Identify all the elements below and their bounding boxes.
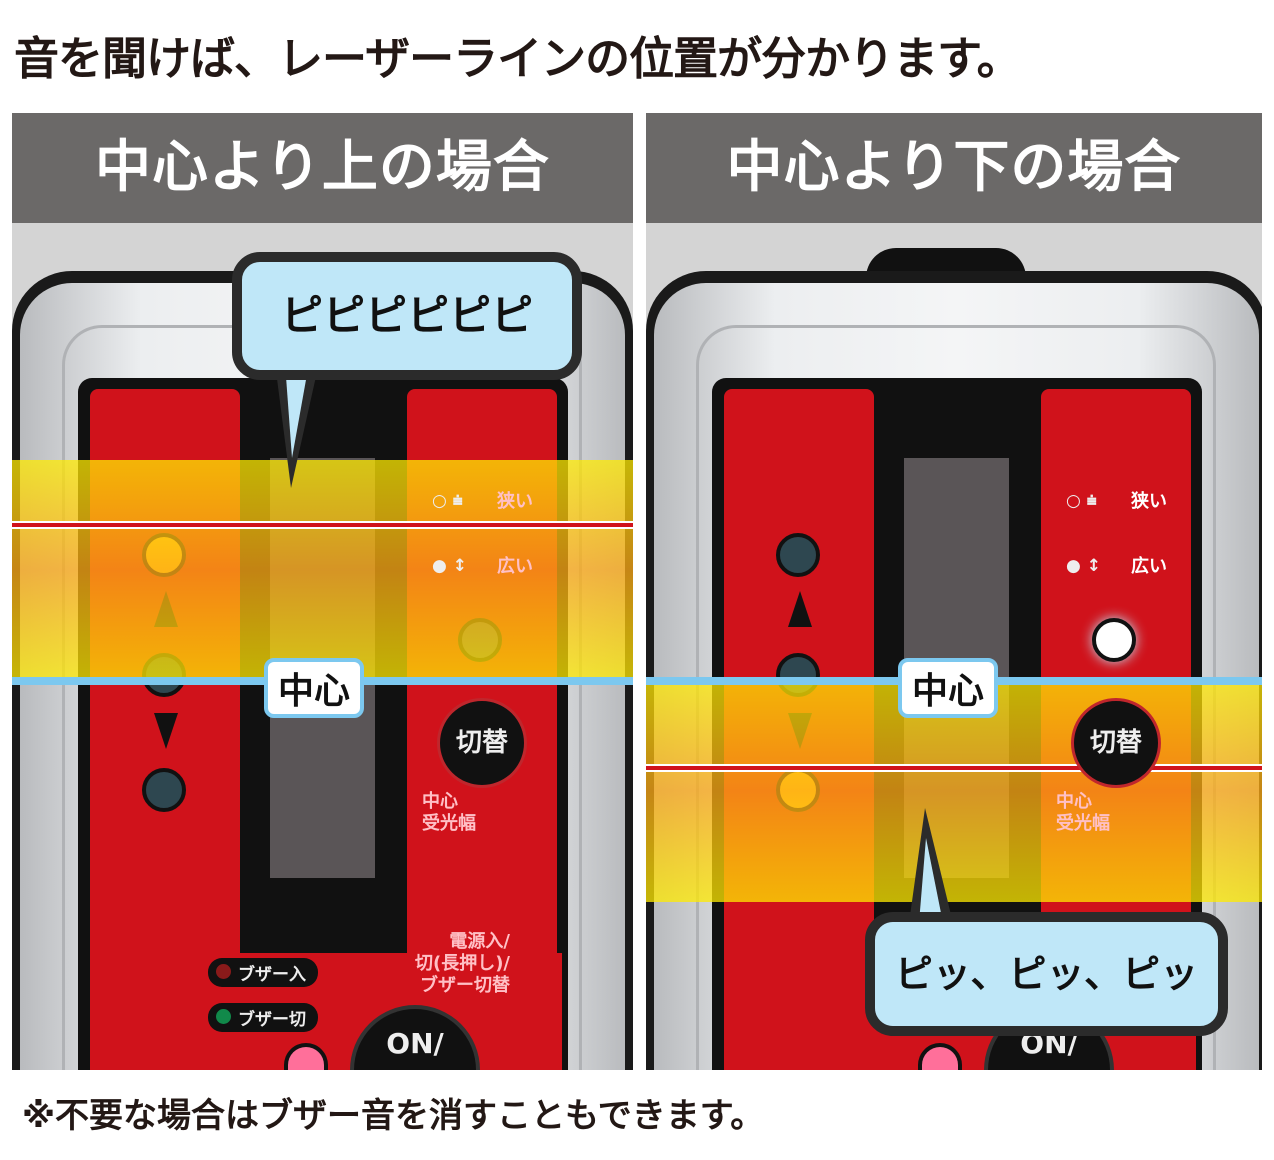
panel-heading: 中心より下の場合 [646,113,1262,223]
buzzer-off-label: ブザー切 [238,1010,306,1030]
power-line3: ブザー切替 [420,975,510,996]
panel-above-center: 中心より上の場合 ○ ⩧ 狭い ● ↕ 広い 切替 中心受光幅 電源入/切(長押… [12,113,633,1070]
switch-button[interactable]: 切替 [1071,698,1161,788]
narrow-icon: ○ ⩧ [432,491,463,511]
up-arrow-icon [788,591,812,627]
buzzer-on-label: ブザー入 [238,965,306,985]
down-arrow-icon [154,713,178,749]
narrow-label: 狭い [497,491,533,512]
narrow-label: 狭い [1131,491,1167,512]
switch-button[interactable]: 切替 [437,698,527,788]
power-line2: 切(長押し)/ [414,953,510,974]
width-led-lit [1092,618,1136,662]
wide-icon: ● ↕ [1066,556,1101,576]
buzzer-on-indicator: ブザー入 [208,958,318,987]
sound-bubble: ピッ、ピッ、ピッ [865,912,1228,1036]
buzzer-off-indicator: ブザー切 [208,1003,318,1032]
bubble-tail [909,808,953,923]
page-title: 音を聞けば、レーザーラインの位置が分かります。 [14,32,1022,85]
bubble-tail [275,363,319,488]
sound-bubble: ピピピピピピ [232,252,582,380]
power-label: 電源入/切(長押し)/ブザー切替 [370,931,510,997]
panel-heading: 中心より上の場合 [12,113,633,223]
center-width-line1: 中心 [422,791,458,812]
center-width-line2: 受光幅 [1056,813,1110,834]
upper-led [776,533,820,577]
lower-led [142,768,186,812]
power-line1: 電源入/ [449,931,510,952]
center-width-label: 中心受光幅 [1056,791,1110,835]
narrow-icon: ○ ⩧ [1066,491,1097,511]
center-width-line1: 中心 [1056,791,1092,812]
footnote: ※不要な場合はブザー音を消すこともできます。 [22,1096,765,1136]
wide-label: 広い [1131,556,1167,577]
laser-line [646,764,1262,772]
center-label: 中心 [264,658,365,718]
center-width-label: 中心受光幅 [422,791,476,835]
center-width-line2: 受光幅 [422,813,476,834]
wide-label: 広い [497,556,533,577]
wide-icon: ● ↕ [432,556,467,576]
center-label: 中心 [898,658,999,718]
laser-detection-band [12,460,633,680]
panel-below-center: 中心より下の場合 ○ ⩧ 狭い ● ↕ 広い 切替 中心受光幅 ON/ 中心 ピ… [646,113,1262,1070]
laser-line [12,521,633,529]
